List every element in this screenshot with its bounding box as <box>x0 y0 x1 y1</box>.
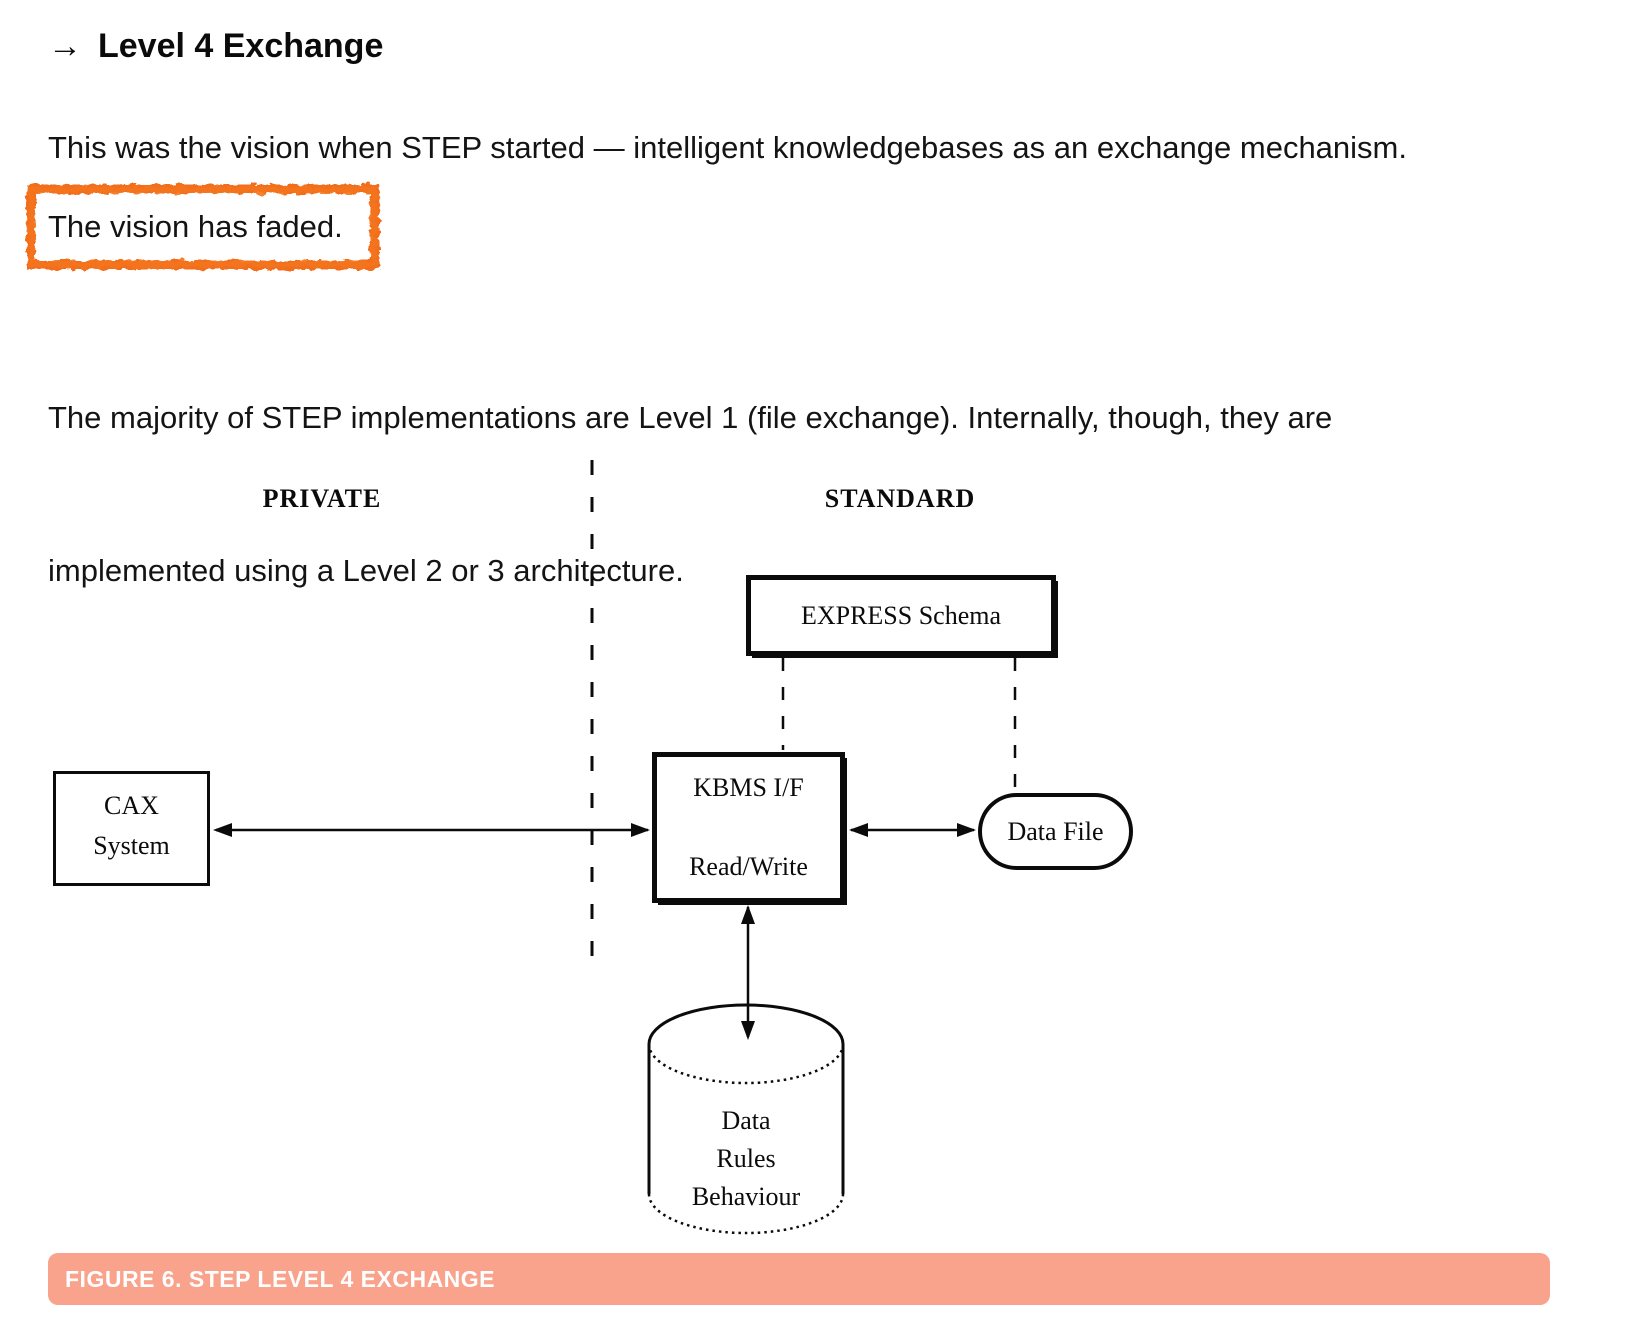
datastore-labels: Data Rules Behaviour <box>649 1102 843 1216</box>
figure-caption-text: FIGURE 6. STEP LEVEL 4 EXCHANGE <box>65 1265 496 1292</box>
node-cax-system-label: System <box>93 831 170 860</box>
region-label-standard: STANDARD <box>824 484 976 513</box>
datastore-label-behaviour: Behaviour <box>691 1182 801 1211</box>
page-title-text: Level 4 Exchange <box>98 27 384 65</box>
datastore-label-data: Data <box>721 1106 771 1135</box>
rightarrow-icon: → <box>48 27 82 65</box>
node-express-schema: EXPRESS Schema <box>746 575 1056 656</box>
node-kbms-readwrite-label: Read/Write <box>689 852 808 881</box>
paragraph-majority-line1: The majority of STEP implementations are… <box>48 400 1333 435</box>
node-kbms-interface: KBMS I/F Read/Write <box>652 752 845 903</box>
node-cax-system: CAX System <box>53 771 210 886</box>
paragraph-vision: This was the vision when STEP started — … <box>48 130 1407 165</box>
figure-caption-bar: FIGURE 6. STEP LEVEL 4 EXCHANGE <box>48 1253 1550 1305</box>
highlight-box: The vision has faded. <box>22 180 384 274</box>
node-data-file: Data File <box>978 793 1133 870</box>
node-kbms-label: KBMS I/F <box>693 773 804 802</box>
highlight-text: The vision has faded. <box>48 209 343 244</box>
node-data-file-label: Data File <box>1007 816 1104 846</box>
paragraph-majority-line2: implemented using a Level 2 or 3 archite… <box>48 553 684 588</box>
arrow-kbms-store <box>741 905 755 1040</box>
datastore-label-rules: Rules <box>716 1144 776 1173</box>
crayon-border <box>26 184 380 270</box>
arrow-kbms-datafile <box>849 823 976 837</box>
region-label-private: PRIVATE <box>262 484 382 513</box>
page-title: → Level 4 Exchange <box>48 25 383 67</box>
arrow-cax-kbms <box>213 823 650 837</box>
node-express-schema-label: EXPRESS Schema <box>800 600 1002 630</box>
paragraph-majority: The majority of STEP implementations are… <box>48 290 1332 698</box>
datastore-cylinder <box>647 1003 845 1235</box>
node-cax-label: CAX <box>104 791 159 820</box>
